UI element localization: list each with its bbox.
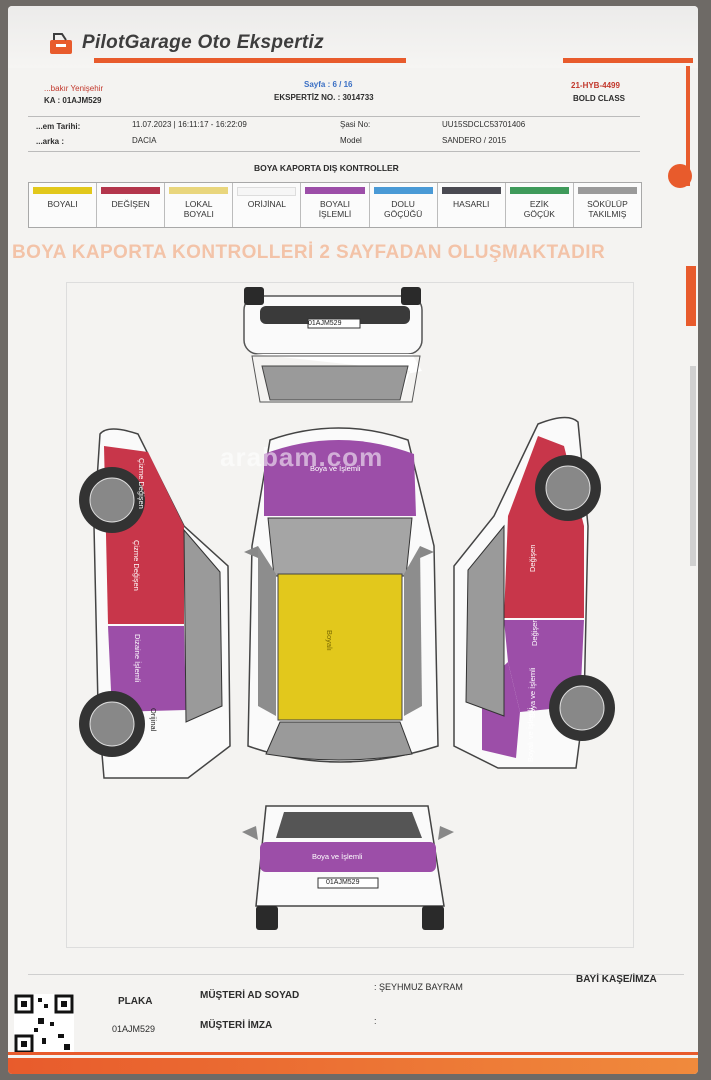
- footer-plate-label: PLAKA: [118, 996, 153, 1007]
- car-damage-diagram: [79, 287, 615, 930]
- brand-value: DACIA: [132, 136, 157, 145]
- color-legend: BOYALI DEĞİŞEN LOKAL BOYALI ORİJİNAL BOY…: [28, 182, 642, 228]
- pilotgarage-logo-icon: [50, 33, 72, 54]
- car-rear-view: [242, 805, 454, 930]
- header-stripe-right: [563, 58, 693, 63]
- footer-divider: [28, 974, 684, 975]
- legend-item: ORİJİNAL: [233, 183, 302, 227]
- customer-signature-value: :: [374, 1016, 377, 1026]
- legend-label: LOKAL BOYALI: [183, 199, 214, 219]
- watermark: arabam.com: [220, 442, 384, 472]
- date-value: 11.07.2023 | 16:11:17 - 16:22:09: [132, 120, 247, 129]
- package-name: BOLD CLASS: [573, 94, 625, 103]
- reference-code: 21-HYB-4499: [571, 81, 620, 90]
- branch-name: ...bakır Yenişehir: [44, 84, 104, 93]
- header-band: [8, 6, 698, 68]
- customer-name-value: : ŞEYHMUZ BAYRAM: [374, 982, 463, 992]
- legend-label: EZİK GÖÇÜK: [523, 199, 555, 219]
- legend-swatch: [305, 187, 365, 194]
- legend-item: BOYALI: [29, 183, 98, 227]
- side-decoration: [668, 66, 696, 566]
- legend-label: HASARLI: [453, 199, 490, 209]
- legend-label: SÖKÜLÜP TAKILMIŞ: [587, 199, 628, 219]
- legend-item: LOKAL BOYALI: [165, 183, 234, 227]
- legend-item: DEĞİŞEN: [97, 183, 166, 227]
- bottom-stripe-thin: [8, 1052, 698, 1055]
- chassis-value: UU15SDCLC53701406: [442, 120, 526, 129]
- legend-swatch: [577, 187, 637, 194]
- legend-swatch: [373, 187, 433, 194]
- qr-code-icon: [14, 994, 74, 1054]
- legend-item: HASARLI: [438, 183, 506, 227]
- legend-swatch: [441, 187, 501, 194]
- vehicle-info-table: [28, 116, 640, 152]
- chassis-label: Şasi No:: [340, 120, 371, 129]
- legend-label: DEĞİŞEN: [111, 199, 150, 209]
- legend-label: BOYALI İŞLEMLİ: [318, 199, 352, 219]
- legend-swatch: [169, 187, 229, 194]
- roof-label: Boyalı: [325, 630, 334, 651]
- page-number: Sayfa : 6 / 16: [304, 80, 353, 89]
- car-top-view: [244, 427, 439, 763]
- customer-name-label: MÜŞTERİ AD SOYAD: [200, 990, 300, 1001]
- legend-swatch: [101, 187, 161, 194]
- left-front-door-label: Çizme Değişen: [132, 540, 141, 591]
- legend-item: DOLU GÖÇÜĞÜ: [370, 183, 438, 227]
- left-fender-label: Çizme Değişen: [137, 458, 146, 509]
- car-front-view: [243, 287, 423, 403]
- plate-number: KA : 01AJM529: [44, 96, 102, 105]
- report-number: EKSPERTİZ NO. : 3014733: [274, 93, 374, 102]
- legend-swatch: [509, 187, 569, 194]
- legend-label: BOYALI: [47, 199, 78, 209]
- right-front-door-label: Değişen: [530, 618, 539, 646]
- legend-item: SÖKÜLÜP TAKILMIŞ: [574, 183, 641, 227]
- right-quarter-label: Boyalı ve İşlemli: [526, 707, 535, 762]
- car-diagram-frame: [66, 282, 634, 948]
- legend-swatch: [237, 187, 297, 196]
- brand-title: PilotGarage Oto Ekspertiz: [82, 32, 324, 53]
- footer-plate-value: 01AJM529: [112, 1024, 156, 1034]
- bottom-stripe: [8, 1058, 698, 1074]
- left-quarter-label: Orijinal: [149, 708, 158, 732]
- section-title: BOYA KAPORTA DIŞ KONTROLLER: [254, 163, 399, 173]
- date-label: ...em Tarihi:: [36, 122, 81, 131]
- customer-signature-label: MÜŞTERİ İMZA: [200, 1020, 273, 1031]
- car-right-side-view: [453, 416, 615, 769]
- legend-item: EZİK GÖÇÜK: [506, 183, 574, 227]
- car-left-side-view: [79, 428, 231, 779]
- trunk-label: Boya ve İşlemli: [312, 852, 363, 861]
- legend-label: ORİJİNAL: [247, 199, 287, 209]
- hood-label: Boya ve İşlemli: [310, 464, 361, 473]
- legend-swatch: [33, 187, 93, 194]
- left-rear-door-label: Dizaine İşlemli: [133, 634, 142, 683]
- report-page: PilotGarage Oto Ekspertiz ...bakır Yeniş…: [8, 6, 698, 1074]
- header-stripe: [94, 58, 406, 63]
- legend-item: BOYALI İŞLEMLİ: [301, 183, 370, 227]
- front-plate-text: 01AJM529: [308, 320, 342, 327]
- right-fender-label: Değişen: [528, 544, 537, 572]
- model-label: Model: [340, 136, 362, 145]
- rear-plate-text: 01AJM529: [326, 879, 360, 886]
- legend-label: DOLU GÖÇÜĞÜ: [383, 199, 423, 219]
- dealer-stamp-label: BAYİ KAŞE/İMZA: [576, 974, 657, 985]
- info-banner: BOYA KAPORTA KONTROLLERİ 2 SAYFADAN OLUŞ…: [12, 242, 606, 263]
- model-value: SANDERO / 2015: [442, 136, 507, 145]
- brand-label: ...arka :: [36, 137, 65, 146]
